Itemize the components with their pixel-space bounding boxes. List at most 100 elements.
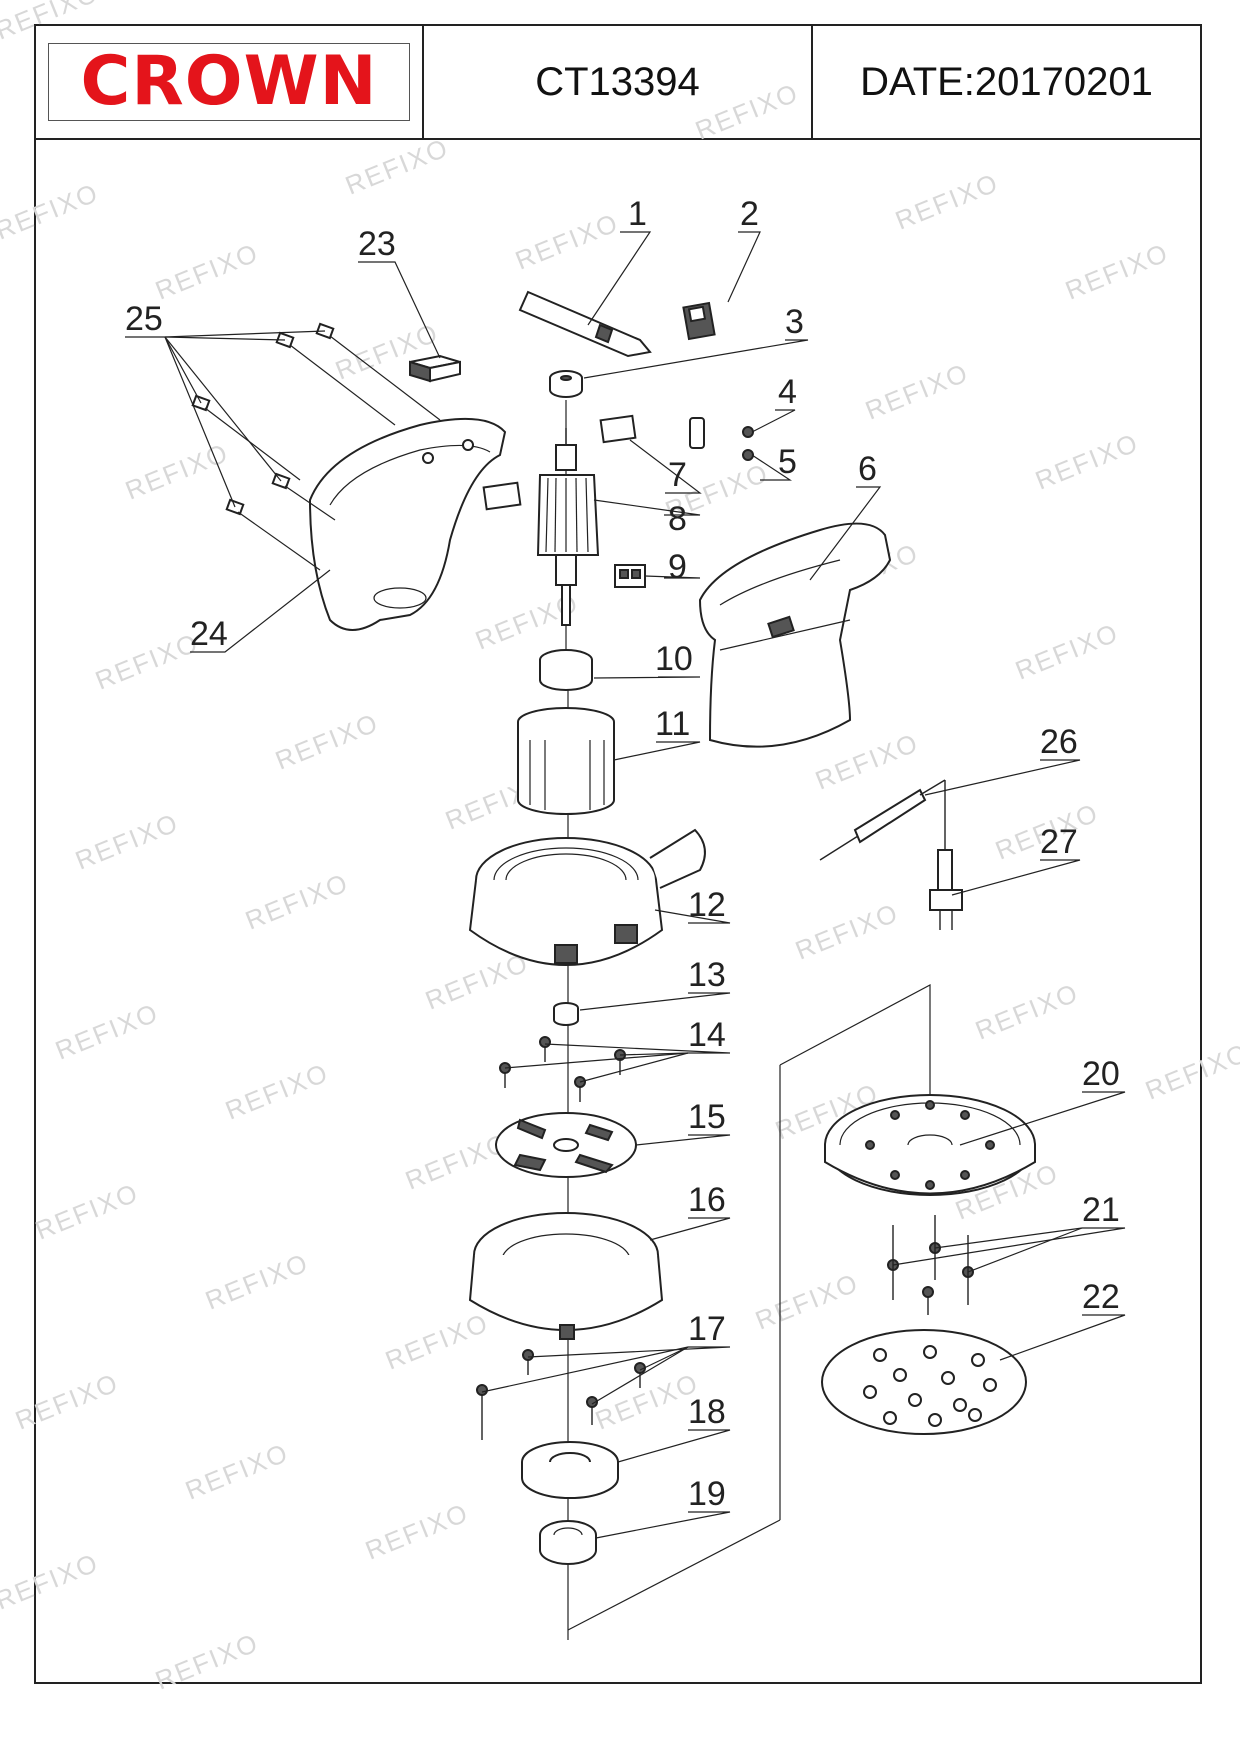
svg-text:REFIXO: REFIXO bbox=[751, 1267, 863, 1336]
svg-text:REFIXO: REFIXO bbox=[591, 1367, 703, 1436]
label-12: 12 bbox=[688, 886, 726, 924]
label-10: 10 bbox=[655, 640, 693, 678]
svg-text:REFIXO: REFIXO bbox=[1031, 427, 1143, 496]
svg-text:REFIXO: REFIXO bbox=[381, 1307, 493, 1376]
leader-lines bbox=[125, 231, 1126, 1539]
label-19: 19 bbox=[688, 1475, 726, 1513]
bottom-bracket-line bbox=[567, 1519, 781, 1631]
svg-text:REFIXO: REFIXO bbox=[151, 1627, 263, 1696]
svg-text:REFIXO: REFIXO bbox=[221, 1057, 333, 1126]
label-26: 26 bbox=[1040, 723, 1078, 761]
title-block: CROWN CT13394 DATE:20170201 bbox=[36, 26, 1200, 140]
label-9: 9 bbox=[668, 548, 687, 586]
label-3: 3 bbox=[785, 303, 804, 341]
label-24: 24 bbox=[190, 615, 228, 653]
part-22-sanding-disc bbox=[821, 1329, 1027, 1435]
svg-text:REFIXO: REFIXO bbox=[71, 807, 183, 876]
svg-text:REFIXO: REFIXO bbox=[1061, 237, 1173, 306]
svg-text:REFIXO: REFIXO bbox=[891, 167, 1003, 236]
brand-logo-text: CROWN bbox=[80, 42, 378, 121]
part-12-base-housing bbox=[468, 828, 706, 966]
svg-text:REFIXO: REFIXO bbox=[181, 1437, 293, 1506]
svg-text:REFIXO: REFIXO bbox=[791, 897, 903, 966]
svg-text:REFIXO: REFIXO bbox=[11, 1367, 123, 1436]
part-5-screw bbox=[742, 449, 754, 461]
label-21: 21 bbox=[1082, 1191, 1120, 1229]
label-13: 13 bbox=[688, 956, 726, 994]
drawing-sheet: CROWN CT13394 DATE:20170201 bbox=[34, 24, 1202, 1684]
label-25: 25 bbox=[125, 300, 163, 338]
date-cell: DATE:20170201 bbox=[813, 26, 1200, 138]
part-3-bearing bbox=[549, 370, 583, 398]
part-1-brush-holder bbox=[518, 290, 652, 358]
model-number: CT13394 bbox=[535, 59, 700, 104]
part-2-switch bbox=[682, 301, 716, 341]
label-11: 11 bbox=[655, 705, 690, 743]
label-5: 5 bbox=[778, 443, 797, 481]
svg-text:REFIXO: REFIXO bbox=[971, 977, 1083, 1046]
svg-text:REFIXO: REFIXO bbox=[511, 207, 623, 276]
part-number-labels: 1 2 3 4 5 6 7 8 9 10 11 12 13 14 15 16 1… bbox=[125, 195, 1120, 1513]
part-6-main-housing bbox=[698, 522, 892, 748]
part-25-screws bbox=[191, 322, 441, 571]
label-17: 17 bbox=[688, 1310, 726, 1348]
part-23-block bbox=[409, 354, 461, 383]
label-4: 4 bbox=[778, 373, 797, 411]
label-18: 18 bbox=[688, 1393, 726, 1431]
brand-logo: CROWN bbox=[48, 43, 410, 121]
svg-text:REFIXO: REFIXO bbox=[151, 237, 263, 306]
svg-text:REFIXO: REFIXO bbox=[811, 727, 923, 796]
part-7-carbon-brush bbox=[482, 414, 637, 511]
svg-text:REFIXO: REFIXO bbox=[51, 997, 163, 1066]
part-26-cable-sleeve bbox=[819, 779, 946, 861]
svg-text:REFIXO: REFIXO bbox=[401, 1127, 513, 1196]
label-20: 20 bbox=[1082, 1055, 1120, 1093]
part-10-bushing bbox=[539, 649, 593, 691]
svg-text:REFIXO: REFIXO bbox=[361, 1497, 473, 1566]
label-22: 22 bbox=[1082, 1278, 1120, 1316]
part-20-backing-pad bbox=[824, 1094, 1036, 1196]
label-23: 23 bbox=[358, 225, 396, 263]
svg-text:REFIXO: REFIXO bbox=[861, 357, 973, 426]
model-cell: CT13394 bbox=[424, 26, 813, 138]
part-4-screw bbox=[689, 417, 754, 449]
part-21-screws bbox=[887, 1215, 974, 1315]
svg-text:REFIXO: REFIXO bbox=[31, 1177, 143, 1246]
svg-text:REFIXO: REFIXO bbox=[1011, 617, 1123, 686]
label-2: 2 bbox=[740, 195, 759, 233]
label-15: 15 bbox=[688, 1098, 726, 1136]
part-16-lower-housing bbox=[468, 1212, 664, 1340]
svg-text:REFIXO: REFIXO bbox=[201, 1247, 313, 1316]
label-14: 14 bbox=[688, 1016, 726, 1054]
label-7: 7 bbox=[668, 456, 687, 494]
part-15-fan bbox=[495, 1112, 637, 1178]
label-16: 16 bbox=[688, 1181, 726, 1219]
svg-text:REFIXO: REFIXO bbox=[91, 627, 203, 696]
part-17-screws bbox=[476, 1349, 646, 1440]
part-13-bearing bbox=[553, 1002, 579, 1026]
label-27: 27 bbox=[1040, 823, 1078, 861]
label-8: 8 bbox=[668, 500, 687, 538]
svg-text:REFIXO: REFIXO bbox=[1141, 1037, 1240, 1106]
label-1: 1 bbox=[628, 195, 647, 233]
svg-text:REFIXO: REFIXO bbox=[0, 1547, 103, 1616]
svg-text:REFIXO: REFIXO bbox=[0, 0, 103, 46]
svg-text:REFIXO: REFIXO bbox=[341, 132, 453, 201]
svg-text:REFIXO: REFIXO bbox=[271, 707, 383, 776]
svg-text:REFIXO: REFIXO bbox=[121, 437, 233, 506]
part-19-bearing bbox=[539, 1520, 597, 1565]
drawing-date: DATE:20170201 bbox=[860, 59, 1153, 104]
svg-text:REFIXO: REFIXO bbox=[691, 77, 803, 146]
pad-axis-bracket bbox=[779, 984, 931, 1100]
label-6: 6 bbox=[858, 450, 877, 488]
part-8-armature bbox=[536, 428, 600, 626]
svg-text:REFIXO: REFIXO bbox=[421, 947, 533, 1016]
svg-text:REFIXO: REFIXO bbox=[241, 867, 353, 936]
part-24-housing-half bbox=[308, 417, 507, 631]
logo-cell: CROWN bbox=[36, 26, 424, 138]
part-18-eccentric bbox=[521, 1441, 619, 1499]
part-11-stator bbox=[517, 707, 615, 815]
part-27-power-plug bbox=[929, 780, 963, 930]
svg-text:REFIXO: REFIXO bbox=[0, 177, 103, 246]
